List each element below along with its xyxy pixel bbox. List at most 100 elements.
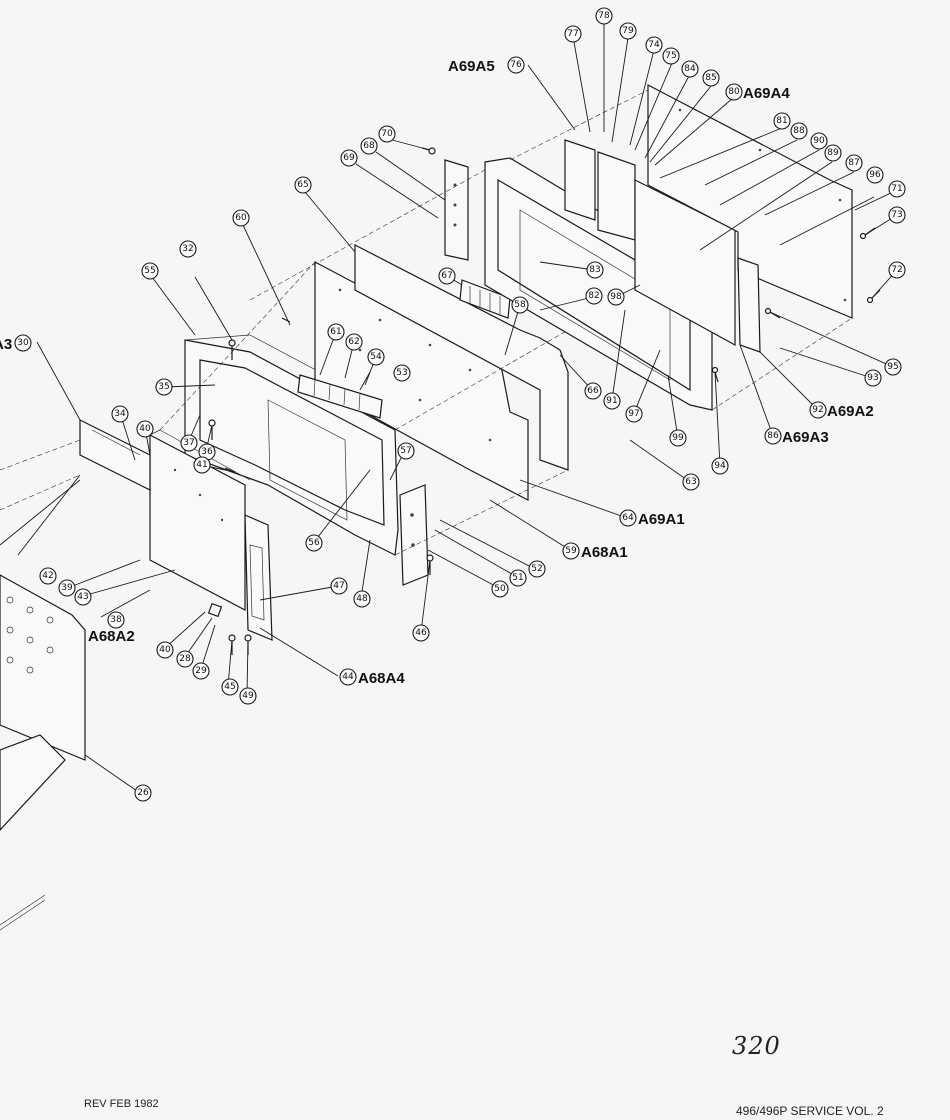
svg-text:42: 42: [42, 571, 53, 581]
callout-72: 72: [888, 261, 906, 279]
callout-92: 92: [809, 401, 827, 419]
callouts: 26 28 29 30 32 34 35 36 37 38 39 40 40 4…: [14, 7, 906, 802]
svg-text:40: 40: [159, 645, 171, 655]
callout-35: 35: [155, 378, 173, 396]
assembly-label-a68a4: A68A4: [358, 670, 405, 687]
svg-text:43: 43: [77, 592, 88, 602]
callout-54: 54: [367, 348, 385, 366]
callout-80: 80: [725, 83, 743, 101]
svg-text:88: 88: [793, 126, 805, 136]
callout-44: 44: [339, 668, 357, 686]
svg-text:36: 36: [201, 447, 213, 457]
callout-66: 66: [584, 382, 602, 400]
assembly-label-a69a4: A69A4: [743, 85, 790, 102]
handwritten-page-number: 320: [732, 1032, 781, 1060]
board-a69a5: [564, 139, 596, 221]
callout-73: 73: [888, 206, 906, 224]
svg-text:29: 29: [195, 666, 207, 676]
callout-67: 67: [438, 267, 456, 285]
board-a69a4: [597, 151, 636, 241]
callout-90: 90: [810, 132, 828, 150]
callout-89: 89: [824, 144, 842, 162]
svg-text:52: 52: [531, 564, 542, 574]
callout-71: 71: [888, 180, 906, 198]
callout-37: 37: [180, 434, 198, 452]
callout-85: 85: [702, 69, 720, 87]
svg-text:72: 72: [891, 265, 902, 275]
svg-text:57: 57: [400, 446, 411, 456]
svg-text:94: 94: [714, 461, 726, 471]
svg-text:98: 98: [610, 292, 622, 302]
svg-text:93: 93: [867, 373, 878, 383]
callout-83: 83: [586, 261, 604, 279]
callout-68: 68: [360, 137, 378, 155]
svg-text:95: 95: [887, 362, 898, 372]
callout-77: 77: [564, 25, 582, 43]
callout-76: 76: [507, 56, 525, 74]
svg-text:63: 63: [685, 477, 696, 487]
assembly-label-a68a1: A68A1: [581, 544, 628, 561]
svg-text:89: 89: [827, 148, 839, 158]
assembly-label-a69a2: A69A2: [827, 403, 874, 420]
svg-text:55: 55: [144, 266, 155, 276]
callout-91: 91: [603, 392, 621, 410]
callout-70: 70: [378, 125, 396, 143]
assembly-label-a69a3: A69A3: [782, 429, 829, 446]
svg-text:82: 82: [588, 291, 599, 301]
callout-49: 49: [239, 687, 257, 705]
svg-text:85: 85: [705, 73, 716, 83]
svg-text:41: 41: [196, 460, 207, 470]
side-plate-50: [399, 484, 429, 586]
callout-78: 78: [595, 7, 613, 25]
svg-text:96: 96: [869, 170, 881, 180]
svg-text:28: 28: [179, 654, 191, 664]
svg-text:40: 40: [139, 424, 151, 434]
assembly-label-a68a2: A68A2: [88, 628, 135, 645]
callout-88: 88: [790, 122, 808, 140]
callout-51: 51: [509, 569, 527, 587]
svg-text:60: 60: [235, 213, 247, 223]
svg-text:74: 74: [648, 40, 660, 50]
bracket-68: [444, 159, 469, 261]
callout-58: 58: [511, 296, 529, 314]
assembly-label-a3: A3: [0, 336, 12, 353]
svg-text:44: 44: [342, 672, 354, 682]
svg-text:73: 73: [891, 210, 902, 220]
callout-45: 45: [221, 678, 239, 696]
callout-95: 95: [884, 358, 902, 376]
svg-text:56: 56: [308, 538, 320, 548]
board-a69a1: [354, 244, 569, 471]
svg-text:54: 54: [370, 352, 382, 362]
callout-41: 41: [193, 456, 211, 474]
svg-text:59: 59: [565, 546, 577, 556]
callout-43: 43: [74, 588, 92, 606]
svg-text:48: 48: [356, 594, 368, 604]
svg-text:49: 49: [242, 691, 254, 701]
svg-text:47: 47: [333, 581, 344, 591]
callout-40b: 40: [156, 641, 174, 659]
svg-text:79: 79: [622, 26, 634, 36]
extension-lines: [0, 89, 853, 556]
callout-81: 81: [773, 112, 791, 130]
svg-text:61: 61: [330, 327, 341, 337]
svg-text:34: 34: [114, 409, 126, 419]
assembly-label-a69a1: A69A1: [638, 511, 685, 528]
callout-96: 96: [866, 166, 884, 184]
callout-46: 46: [412, 624, 430, 642]
callout-48: 48: [353, 590, 371, 608]
connector-strip-61: [297, 374, 383, 419]
callout-60: 60: [232, 209, 250, 227]
callout-38: 38: [107, 611, 125, 629]
callout-42: 42: [39, 567, 57, 585]
callout-34: 34: [111, 405, 129, 423]
callout-97: 97: [625, 405, 643, 423]
callout-94: 94: [711, 457, 729, 475]
svg-text:90: 90: [813, 136, 825, 146]
callout-57: 57: [397, 442, 415, 460]
callout-69: 69: [340, 149, 358, 167]
callout-86: 86: [764, 427, 782, 445]
callout-64: 64: [619, 509, 637, 527]
svg-text:99: 99: [672, 433, 684, 443]
callout-50: 50: [491, 580, 509, 598]
svg-text:71: 71: [891, 184, 902, 194]
